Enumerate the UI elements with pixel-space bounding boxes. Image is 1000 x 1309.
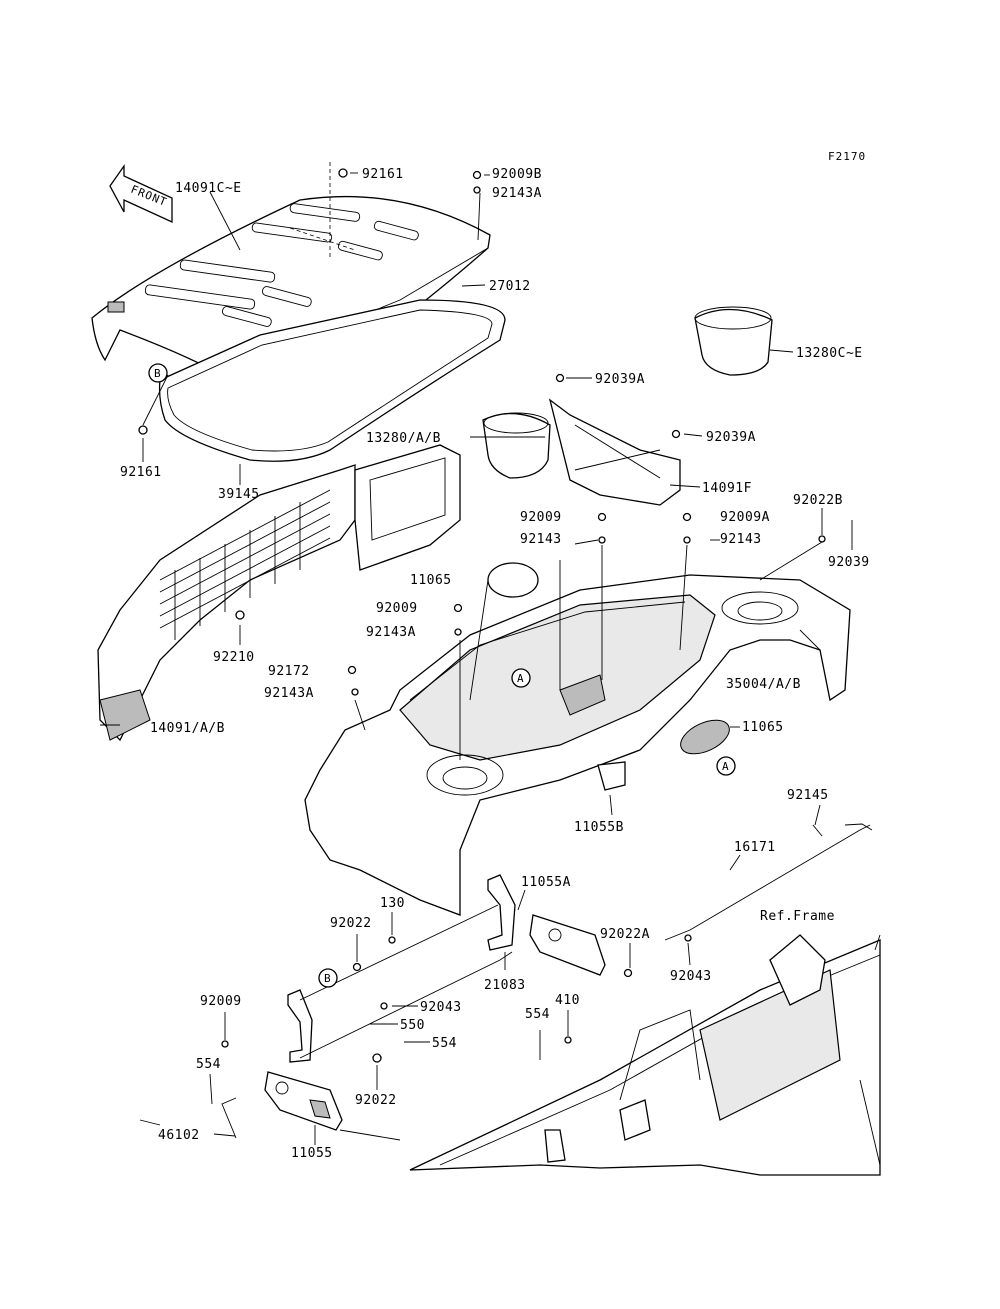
diagram-code: F2170 — [828, 150, 866, 163]
part-label: 92143A — [492, 186, 542, 201]
callout-b-1: B — [148, 363, 168, 383]
bracket-11055a-part — [529, 914, 606, 976]
part-label: 554 — [196, 1057, 221, 1072]
part-label: 92009 — [520, 510, 562, 525]
part-label: 46102 — [158, 1128, 200, 1143]
callout-a-2: A — [716, 756, 736, 776]
bracket-11055-part — [264, 1071, 343, 1131]
part-label: 92039A — [595, 372, 645, 387]
part-label: 11055 — [291, 1146, 333, 1161]
svg-text:A: A — [517, 672, 525, 685]
part-label: 554 — [432, 1036, 457, 1051]
bracket-left-part — [287, 989, 313, 1063]
part-label: 92009 — [200, 994, 242, 1009]
cup-holder-13280-part — [482, 412, 551, 479]
front-arrow-icon: FRONT — [109, 163, 173, 224]
cable-16171-part — [664, 823, 873, 941]
svg-text:A: A — [722, 760, 730, 773]
cover-11065b-part — [680, 719, 730, 755]
leader-lines — [100, 172, 853, 1145]
roof-cover-part — [91, 162, 491, 389]
part-label: 92009 — [376, 601, 418, 616]
bracket-11055b-part — [597, 761, 626, 791]
part-label: 92210 — [213, 650, 255, 665]
bracket-14091f-part — [548, 398, 681, 506]
part-label: 13280C~E — [796, 346, 863, 361]
part-label: 14091C~E — [175, 181, 242, 196]
part-label: 92143 — [720, 532, 762, 547]
seal-39145-part — [158, 299, 506, 462]
ref-frame-label: Ref.Frame — [760, 909, 835, 924]
part-label: 27012 — [489, 279, 531, 294]
part-label: 11055A — [521, 875, 571, 890]
callout-b-2: B — [318, 968, 338, 988]
part-label: 92172 — [268, 664, 310, 679]
cover-11065-part — [487, 562, 539, 598]
part-label: 13280/A/B — [366, 431, 441, 446]
part-label: 554 — [525, 1007, 550, 1022]
part-label: 16171 — [734, 840, 776, 855]
part-label: 92043 — [420, 1000, 462, 1015]
part-label: 21083 — [484, 978, 526, 993]
part-label: 92009A — [720, 510, 770, 525]
part-label: 35004/A/B — [726, 677, 801, 692]
part-label: 130 — [380, 896, 405, 911]
svg-text:B: B — [154, 367, 162, 380]
part-label: 92009B — [492, 167, 542, 182]
part-label: 92043 — [670, 969, 712, 984]
part-label: 92143 — [520, 532, 562, 547]
part-label: 92022 — [330, 916, 372, 931]
front-grille-part — [97, 444, 461, 742]
part-label: 11065 — [410, 573, 452, 588]
part-label: 11055B — [574, 820, 624, 835]
part-label: 92039A — [706, 430, 756, 445]
cup-holder-13280c-part — [694, 306, 773, 376]
rod-46102-part — [221, 1097, 237, 1139]
part-label: 550 — [400, 1018, 425, 1033]
main-body-35004-part — [304, 574, 851, 916]
part-label: 92022B — [793, 493, 843, 508]
callout-a-1: A — [511, 668, 531, 688]
frame-part — [409, 934, 881, 1176]
part-label: 92161 — [362, 167, 404, 182]
bracket-21083-part — [487, 874, 516, 951]
part-label: 92022 — [355, 1093, 397, 1108]
part-label: 39145 — [218, 487, 260, 502]
part-label: 92161 — [120, 465, 162, 480]
part-label: 92145 — [787, 788, 829, 803]
part-label: 92143A — [264, 686, 314, 701]
part-label: 92143A — [366, 625, 416, 640]
part-label: 14091F — [702, 481, 752, 496]
fastener-icons — [138, 168, 826, 1063]
part-label: 92022A — [600, 927, 650, 942]
svg-text:B: B — [324, 972, 332, 985]
part-label: 14091/A/B — [150, 721, 225, 736]
part-label: 410 — [555, 993, 580, 1008]
part-label: 11065 — [742, 720, 784, 735]
part-label: 92039 — [828, 555, 870, 570]
